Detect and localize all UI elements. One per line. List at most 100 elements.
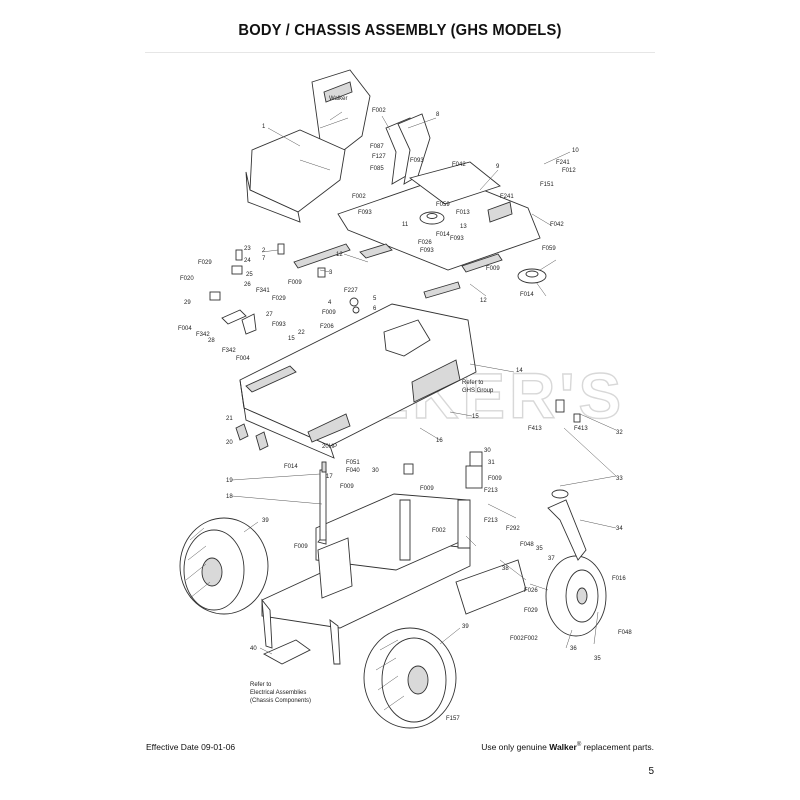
callout: F014 <box>284 464 298 470</box>
callout: 17 <box>326 474 333 480</box>
callout: F206 <box>320 324 334 330</box>
callout: 31 <box>488 460 495 466</box>
callout: F002 <box>432 528 446 534</box>
callout: 9 <box>496 164 500 170</box>
callout: 2 <box>262 248 266 254</box>
callout: 35 <box>536 546 543 552</box>
callout: 39 <box>262 518 269 524</box>
callout: 12 <box>336 252 343 258</box>
callout: F009 <box>288 280 302 286</box>
callout: 25 <box>246 272 253 278</box>
seat-bracket-part <box>385 113 431 185</box>
callout: 3 <box>329 270 333 276</box>
callout: F087 <box>370 144 384 150</box>
callout: F241 <box>556 160 570 166</box>
callout: F002 <box>372 108 386 114</box>
callout: F341 <box>256 288 270 294</box>
callout: F020 <box>180 276 194 282</box>
callout: F051 <box>346 460 360 466</box>
callout: F342 <box>222 348 236 354</box>
callout: F002 <box>352 194 366 200</box>
callout: 37 <box>548 556 555 562</box>
caster-wheel-part <box>545 555 607 637</box>
callout: 20 <box>226 440 233 446</box>
callout: F227 <box>344 288 358 294</box>
callout: 19 <box>226 478 233 484</box>
engine-badge: 20HP <box>322 444 337 450</box>
callout: F026 <box>418 240 432 246</box>
callout: F093 <box>450 236 464 242</box>
caster-spindle-part <box>555 399 565 413</box>
seat-frame-part <box>337 161 541 299</box>
callout: 39 <box>462 624 469 630</box>
callout: F009 <box>294 544 308 550</box>
callout: 5 <box>373 296 377 302</box>
callout: F085 <box>370 166 384 172</box>
callout: 35 <box>594 656 601 662</box>
callout: F012 <box>562 168 576 174</box>
brand-name: Walker <box>549 742 577 752</box>
seat-part: Walker <box>245 69 371 223</box>
pivot-brackets-part <box>403 451 483 489</box>
callout: F241 <box>500 194 514 200</box>
callout: F029 <box>272 296 286 302</box>
callout: F093 <box>410 158 424 164</box>
lift-rod-part <box>319 461 327 541</box>
caster-bearing-part <box>551 489 569 499</box>
foot-pads-part <box>235 423 269 451</box>
callout: 40 <box>250 646 257 652</box>
callout: 27 <box>266 312 273 318</box>
seat-logo: Walker <box>329 96 347 102</box>
callout: 38 <box>502 566 509 572</box>
callout: F048 <box>520 542 534 548</box>
callout: 28 <box>208 338 215 344</box>
notice-suffix: replacement parts. <box>581 742 654 752</box>
callout: 30 <box>484 448 491 454</box>
callout: F009 <box>488 476 502 482</box>
caster-wheel-upper-part <box>517 268 547 284</box>
note-electrical-line3: (Chassis Components) <box>250 698 311 704</box>
callout: F213 <box>484 488 498 494</box>
deflector-part <box>455 559 527 615</box>
callout: F029 <box>198 260 212 266</box>
callout: F048 <box>618 630 632 636</box>
callout: F014 <box>520 292 534 298</box>
callout: F004 <box>236 356 250 362</box>
callout: F292 <box>506 526 520 532</box>
flat-bar-part <box>293 243 351 269</box>
callout: F009 <box>486 266 500 272</box>
note-electrical-line2: Electrical Assemblies <box>250 690 306 696</box>
callout: 33 <box>616 476 623 482</box>
callout: F413 <box>574 426 588 432</box>
body-shell-part: 20HP <box>239 303 477 459</box>
callout: F042 <box>452 162 466 168</box>
callout: F059 <box>542 246 556 252</box>
callout: F157 <box>446 716 460 722</box>
callout: 29 <box>184 300 191 306</box>
title-divider <box>145 52 655 53</box>
callout: 7 <box>262 256 266 262</box>
callout: F151 <box>540 182 554 188</box>
chassis-frame-part <box>261 493 471 665</box>
genuine-parts-notice: Use only genuine Walker® replacement par… <box>481 742 654 752</box>
callout: 12 <box>480 298 487 304</box>
callout: 32 <box>616 430 623 436</box>
note-electrical-line1: Refer to <box>250 682 272 688</box>
callout: 30 <box>372 468 379 474</box>
callout: 8 <box>436 112 440 118</box>
callout: F016 <box>612 576 626 582</box>
callout: 34 <box>616 526 623 532</box>
callout: F127 <box>372 154 386 160</box>
callout: F013 <box>456 210 470 216</box>
reference-notes: Refer to GHS Group Refer to Electrical A… <box>250 380 494 704</box>
small-brackets-part <box>209 243 360 335</box>
callout: 14 <box>516 368 523 374</box>
callout: F059 <box>436 202 450 208</box>
callout: F040 <box>346 468 360 474</box>
callout: 4 <box>328 300 332 306</box>
registered-mark: ® <box>576 742 582 749</box>
callout: 10 <box>572 148 579 154</box>
callout: F026 <box>524 588 538 594</box>
callout: 26 <box>244 282 251 288</box>
